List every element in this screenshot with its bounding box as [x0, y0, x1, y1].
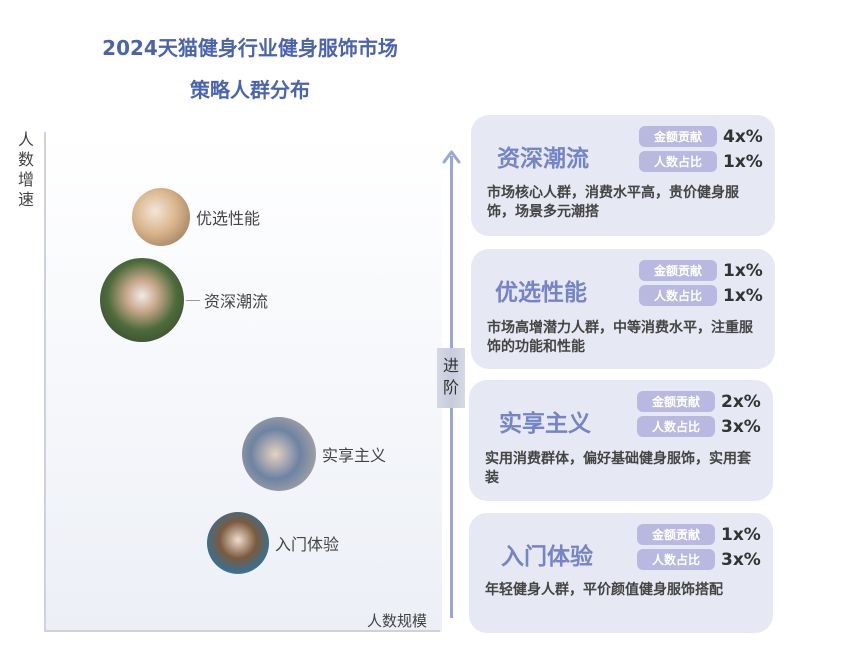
metric-amount: 金额贡献 4x% — [639, 126, 763, 147]
woman-smiling-photo — [207, 512, 269, 574]
metric-tag: 金额贡献 — [637, 524, 715, 545]
segment-name: 入门体验 — [501, 544, 593, 570]
metric-amount: 金额贡献 1x% — [639, 260, 763, 281]
metric-people: 人数占比 1x% — [639, 151, 763, 172]
persona-zishen: 资深潮流 — [100, 258, 268, 342]
segment-description: 市场核心人群，消费水平高，贵价健身服饰，场景多元潮搭 — [487, 185, 739, 220]
segment-name: 优选性能 — [495, 280, 587, 306]
segment-name: 资深潮流 — [497, 146, 589, 172]
metric-value: 1x% — [721, 524, 761, 545]
persona-rumen: 入门体验 — [207, 512, 339, 574]
metric-tag: 金额贡献 — [639, 260, 717, 281]
segment-card: 实享主义 金额贡献 2x% 人数占比 3x% 实用消费群体，偏好基础健身服饰，实… — [469, 380, 773, 501]
metric-people: 人数占比 3x% — [637, 549, 761, 570]
y-axis — [44, 132, 46, 632]
woman-running-photo — [100, 258, 184, 342]
metric-people: 人数占比 1x% — [639, 285, 763, 306]
metric-amount: 金额贡献 2x% — [637, 391, 761, 412]
arrow-up-icon — [442, 150, 461, 164]
metric-value: 1x% — [723, 285, 763, 306]
segment-description: 市场高增潜力人群，中等消费水平，注重服饰的功能和性能 — [487, 320, 753, 355]
segment-description: 实用消费群体，偏好基础健身服饰，实用套装 — [485, 451, 751, 486]
x-axis-label: 人数规模 — [367, 612, 428, 630]
metric-tag: 人数占比 — [639, 151, 717, 172]
segment-card: 优选性能 金额贡献 1x% 人数占比 1x% 市场高增潜力人群，中等消费水平，注… — [471, 249, 775, 369]
segment-name: 实享主义 — [499, 411, 591, 437]
metric-value: 3x% — [721, 549, 761, 570]
metric-tag: 人数占比 — [637, 416, 715, 437]
connector-line — [186, 299, 200, 301]
metric-value: 1x% — [723, 151, 763, 172]
persona-shixiang: 实享主义 — [242, 417, 386, 491]
segment-card: 入门体验 金额贡献 1x% 人数占比 3x% 年轻健身人群，平价颜值健身服饰搭配 — [469, 513, 773, 633]
persona-youxuan: 优选性能 — [132, 188, 260, 246]
metric-people: 人数占比 3x% — [637, 416, 761, 437]
page-subtitle: 策略人群分布 — [190, 78, 310, 102]
woman-gym-photo — [242, 417, 316, 491]
segment-description: 年轻健身人群，平价颜值健身服饰搭配 — [485, 582, 723, 598]
metric-amount: 金额贡献 1x% — [637, 524, 761, 545]
x-axis — [44, 630, 440, 632]
metric-value: 3x% — [721, 416, 761, 437]
metric-tag: 金额贡献 — [639, 126, 717, 147]
metric-value: 4x% — [723, 126, 763, 147]
y-axis-label: 人 数 增 速 — [17, 130, 34, 209]
metric-value: 2x% — [721, 391, 761, 412]
segment-card: 资深潮流 金额贡献 4x% 人数占比 1x% 市场核心人群，消费水平高，贵价健身… — [471, 115, 775, 236]
metric-tag: 人数占比 — [637, 549, 715, 570]
metric-value: 1x% — [723, 260, 763, 281]
metric-tag: 金额贡献 — [637, 391, 715, 412]
page-title: 2024天猫健身行业健身服饰市场 — [102, 36, 398, 60]
woman-sitting-photo — [132, 188, 190, 246]
progression-label: 进阶 — [437, 348, 465, 408]
metric-tag: 人数占比 — [639, 285, 717, 306]
